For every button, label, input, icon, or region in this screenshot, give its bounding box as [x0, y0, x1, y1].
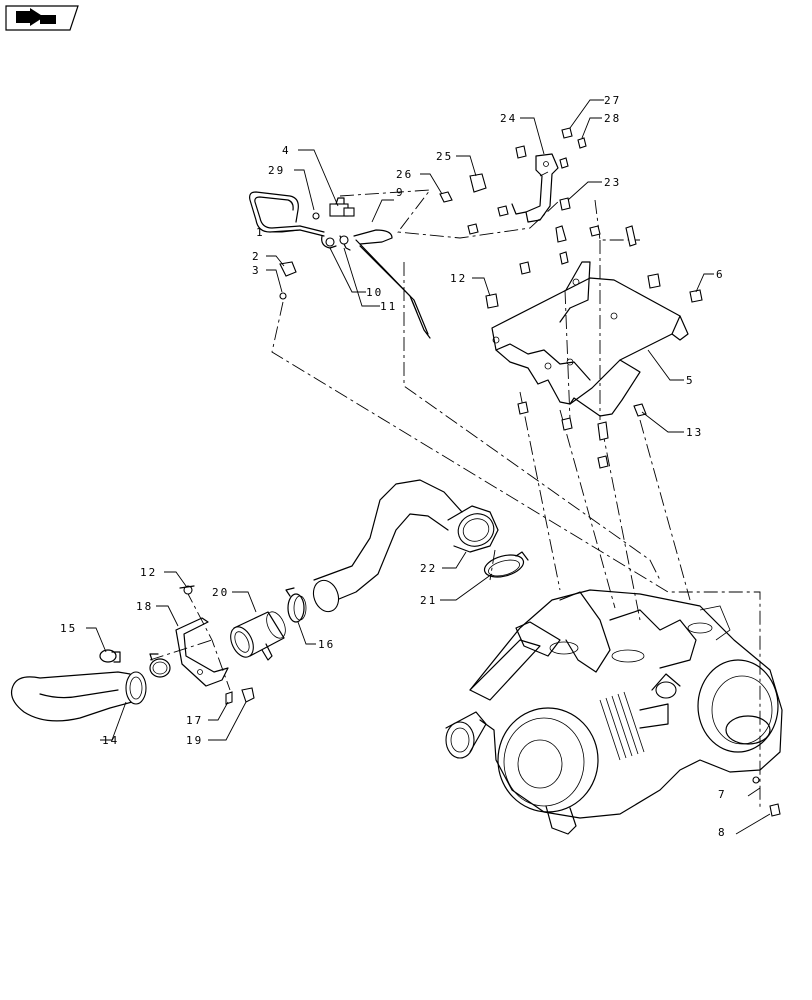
air-cleaner-assembly: [445, 589, 783, 835]
callout-21: 21: [420, 594, 437, 607]
callout-13: 13: [686, 426, 703, 439]
page-nav-arrow-icon[interactable]: [5, 5, 79, 31]
callout-12-bottom: 12: [140, 566, 157, 579]
callout-12-top: 12: [450, 272, 467, 285]
callout-22: 22: [420, 562, 437, 575]
callout-18: 18: [136, 600, 153, 613]
bracket-24: [511, 153, 559, 223]
callout-labels: 4 29 1 2 3 9 10 11 24 27 28 23 25 26 12 …: [60, 94, 727, 839]
fasteners-top: [439, 127, 703, 309]
callout-4: 4: [282, 144, 291, 157]
callout-5: 5: [686, 374, 695, 387]
nuts-plate: [517, 401, 647, 469]
tube-1: [249, 191, 325, 237]
callout-24: 24: [500, 112, 517, 125]
callout-29: 29: [268, 164, 285, 177]
clip-2: [279, 261, 297, 300]
callout-28: 28: [604, 112, 621, 125]
callout-11: 11: [380, 300, 397, 313]
callout-23: 23: [604, 176, 621, 189]
hose-22: [312, 479, 499, 613]
callout-25: 25: [436, 150, 453, 163]
callout-19: 19: [186, 734, 203, 747]
bracket-plate-5: [491, 261, 689, 417]
rod-9: [353, 229, 431, 339]
phantom-lines: [149, 189, 761, 810]
callout-14: 14: [102, 734, 119, 747]
callout-2: 2: [252, 250, 261, 263]
callout-17: 17: [186, 714, 203, 727]
callout-8: 8: [718, 826, 727, 839]
leader-lines: [86, 99, 771, 835]
callout-26: 26: [396, 168, 413, 181]
callout-6: 6: [716, 268, 725, 281]
callout-9: 9: [396, 186, 405, 199]
callout-3: 3: [252, 264, 261, 277]
callout-10: 10: [366, 286, 383, 299]
clamp-15: [99, 649, 171, 678]
tube-20: [230, 611, 286, 661]
hose-14: [11, 671, 147, 722]
valve-assembly-4: [312, 197, 355, 251]
callout-27: 27: [604, 94, 621, 107]
callout-15: 15: [60, 622, 77, 635]
bracket-18: [175, 585, 255, 705]
callout-16: 16: [318, 638, 335, 651]
clamp-21: [483, 551, 529, 578]
clamp-16: [285, 587, 307, 623]
callout-1: 1: [256, 226, 265, 239]
callout-7: 7: [718, 788, 727, 801]
callout-20: 20: [212, 586, 229, 599]
